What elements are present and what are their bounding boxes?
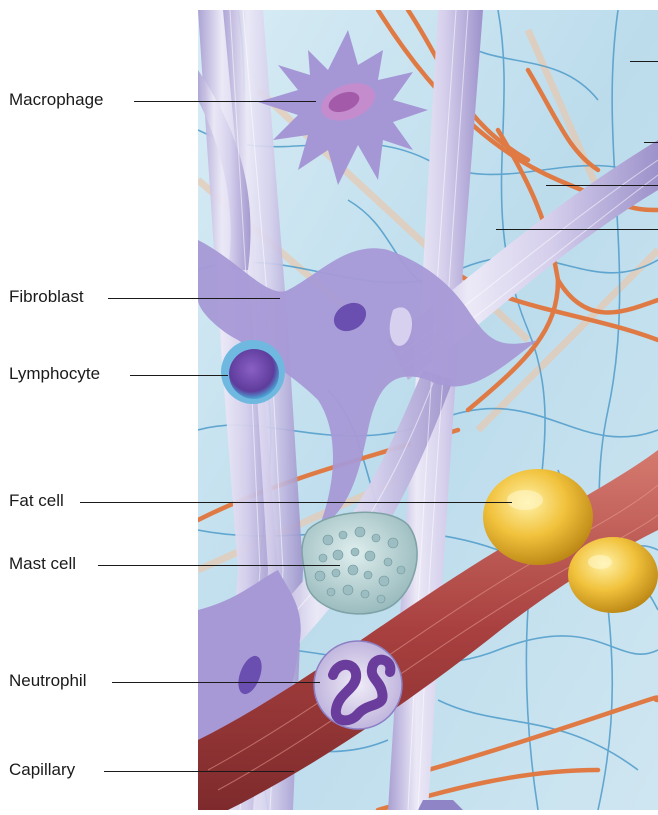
label-lymphocyte: Lymphocyte [9,364,100,384]
label-mast-cell: Mast cell [9,554,76,574]
leader-macrophage [134,101,316,102]
leader-capillary [104,771,294,772]
label-capillary: Capillary [9,760,75,780]
label-fat-cell: Fat cell [9,491,64,511]
leader-right-3 [546,185,658,186]
leader-neutrophil [112,682,320,683]
leader-right-4 [496,229,658,230]
label-fibroblast: Fibroblast [9,287,84,307]
leader-fibroblast [108,298,280,299]
label-macrophage: Macrophage [9,90,104,110]
neutrophil-cell [314,641,402,729]
mast-cell [302,512,417,614]
leader-right-1 [630,61,658,62]
leader-fat-cell [80,502,512,503]
connective-tissue-illustration [198,10,658,810]
leader-right-2 [644,142,658,143]
leader-mast-cell [98,565,340,566]
tissue-drawing [198,10,658,810]
leader-lymphocyte [130,375,228,376]
label-neutrophil: Neutrophil [9,671,87,691]
lymphocyte-cell [221,340,285,404]
